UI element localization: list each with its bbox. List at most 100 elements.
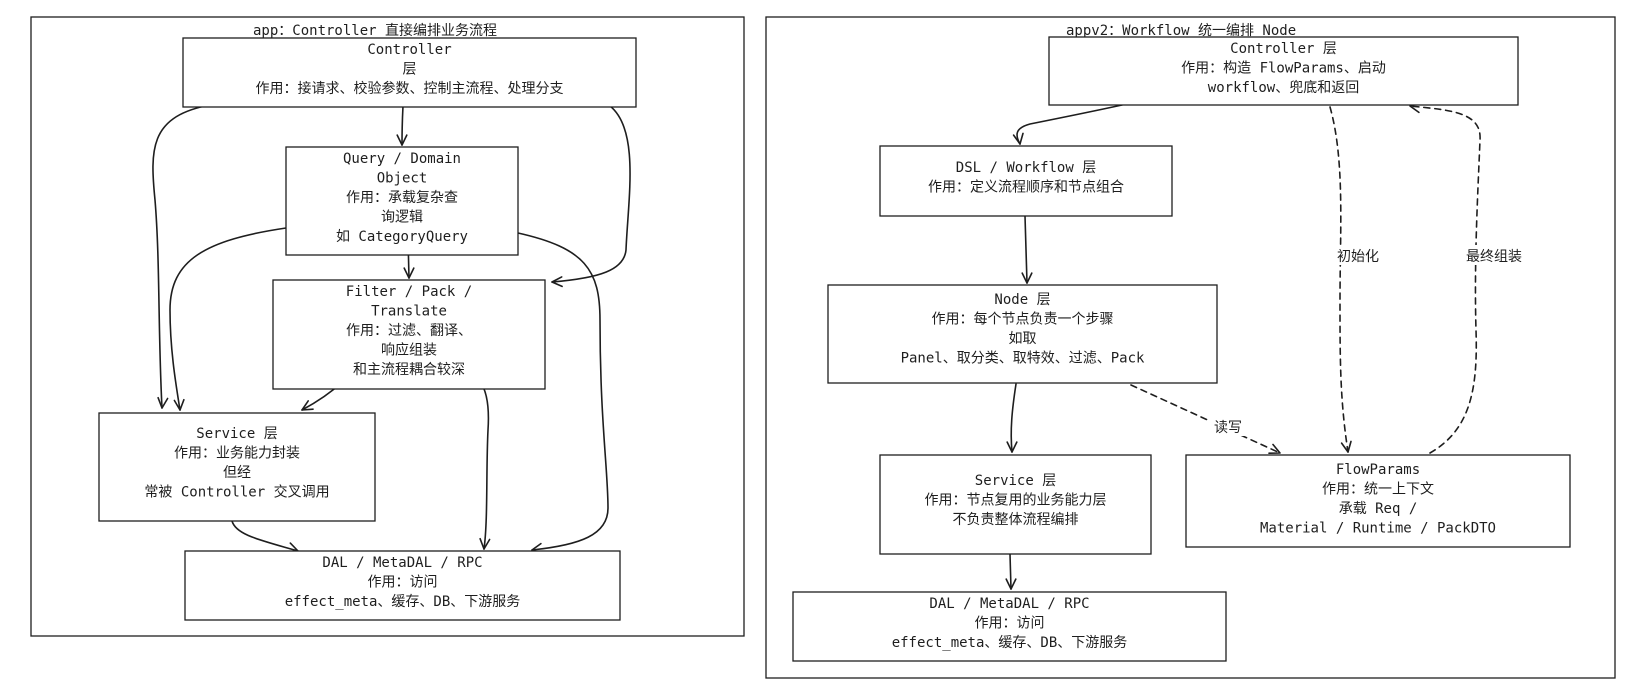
- node-text-controller2-line-0: Controller 层: [1230, 41, 1337, 57]
- edge-query-to-dal-line: [517, 232, 609, 551]
- node-text-query-line-0: Query / Domain: [343, 151, 461, 167]
- node-text-filter-line-2: 作用：过滤、翻译、: [346, 323, 472, 339]
- node-text-service2-line-0: Service 层: [975, 473, 1056, 489]
- edges-appv2: 读写初始化最终组装: [1005, 102, 1530, 590]
- node-text-dal-line-1: 作用：访问: [368, 575, 438, 591]
- edge-controller2-to-flowparams-label-bg: [1330, 245, 1386, 265]
- edge-node-to-flowparams: 读写: [1130, 384, 1281, 454]
- node-box-dal2: [792, 591, 1227, 662]
- node-dal2: DAL / MetaDAL / RPC作用：访问effect_meta、缓存、D…: [792, 591, 1227, 662]
- node-box-controller: [182, 37, 637, 108]
- edge-node-to-flowparams-label-bg: [1208, 416, 1248, 436]
- edge-node-to-flowparams-label: 读写: [1214, 419, 1242, 436]
- edge-controller-to-service-arrowhead: [157, 396, 169, 409]
- node-filter: Filter / Pack / Translate 作用：过滤、翻译、响应组装和主流…: [272, 279, 546, 390]
- node-text-flowparams-line-2: 承载 Req /: [1339, 501, 1418, 517]
- node-text-node-line-3: Panel、取分类、取特效、过滤、Pack: [901, 351, 1145, 367]
- edge-query-to-service: [169, 227, 287, 411]
- node-text-filter-line-1: Translate: [371, 304, 447, 320]
- node-text-filter-line-3: 响应组装: [381, 342, 437, 359]
- edge-filter-to-dal: [467, 371, 491, 550]
- edge-controller2-to-flowparams-label: 初始化: [1337, 248, 1379, 265]
- node-text-dsl-line-0: DSL / Workflow 层: [956, 160, 1096, 176]
- edge-filter-to-service-arrowhead: [301, 400, 314, 411]
- node-box-service: [98, 412, 376, 522]
- node-text-controller-line-2: 作用：接请求、校验参数、控制主流程、处理分支: [256, 80, 564, 97]
- panel-title-appv2: appv2：Workflow 统一编排 Node: [1066, 23, 1296, 39]
- node-box-controller2: [1048, 36, 1519, 106]
- edge-service2-to-dal2-arrowhead: [1005, 578, 1017, 590]
- node-text-controller2-line-2: workflow、兜底和返回: [1208, 80, 1359, 96]
- node-text-dal2-line-0: DAL / MetaDAL / RPC: [929, 596, 1089, 612]
- node-text-filter-line-0: Filter / Pack /: [346, 284, 472, 300]
- edge-service-to-dal-line: [231, 520, 299, 552]
- edge-filter-to-dal-arrowhead: [479, 537, 491, 550]
- node-text-query-line-1: Object: [377, 171, 428, 187]
- node-text-dal-line-0: DAL / MetaDAL / RPC: [322, 555, 482, 571]
- node-text-filter-line-4: 和主流程耦合较深: [353, 362, 465, 378]
- edge-node-to-service2: [1006, 383, 1018, 453]
- edge-controller-to-service-line: [152, 105, 206, 409]
- node-text-service-line-0: Service 层: [196, 426, 277, 442]
- edge-service-to-dal: [231, 520, 299, 553]
- node-text-service-line-3: 常被 Controller 交叉调用: [144, 484, 329, 501]
- edge-controller2-to-dsl-arrowhead: [1012, 132, 1024, 145]
- edge-flowparams-to-controller2-label-bg: [1458, 245, 1530, 265]
- edge-controller-to-filter: [551, 105, 631, 288]
- panel-frame-app: [30, 16, 745, 637]
- node-text-query-line-3: 询逻辑: [381, 210, 423, 226]
- node-text-service2-line-2: 不负责整体流程编排: [953, 512, 1079, 528]
- node-box-service2: [879, 454, 1152, 555]
- edge-dsl-to-node: [1021, 215, 1033, 284]
- edge-controller-to-service: [152, 105, 206, 409]
- node-dal: DAL / MetaDAL / RPC 作用：访问 effect_meta、缓存、D…: [184, 550, 621, 621]
- node-text-service-line-1: 作用：业务能力封装: [174, 446, 300, 462]
- edge-controller2-to-dsl-line: [1016, 104, 1123, 145]
- node-text-dal-line-2: effect_meta、缓存、DB、下游服务: [285, 594, 521, 610]
- node-text-flowparams-line-0: FlowParams: [1336, 462, 1420, 478]
- node-box-dsl: [879, 145, 1173, 217]
- edge-dsl-to-node-line: [1024, 215, 1028, 284]
- edge-query-to-service-line: [169, 227, 287, 411]
- node-controller2: Controller 层作用：构造 FlowParams、启动workflow、…: [1048, 36, 1519, 106]
- edge-controller2-to-flowparams-line: [1329, 106, 1349, 453]
- edge-controller-to-query-arrowhead: [396, 134, 408, 146]
- node-text-service-line-2: 但经: [223, 465, 251, 481]
- edge-node-to-flowparams-arrowhead: [1268, 443, 1281, 454]
- edge-controller-to-filter-arrowhead: [551, 276, 563, 288]
- edge-dsl-to-node-arrowhead: [1021, 272, 1033, 284]
- node-text-node-line-1: 作用：每个节点负责一个步骤: [932, 312, 1114, 328]
- edge-node-to-flowparams-line: [1130, 384, 1281, 454]
- node-text-flowparams-line-3: Material / Runtime / PackDTO: [1260, 521, 1496, 537]
- node-text-query-line-4: 如 CategoryQuery: [336, 229, 468, 245]
- node-box-node: [827, 284, 1218, 384]
- edge-service2-to-dal2: [1005, 553, 1017, 590]
- node-text-node-line-2: 如取: [1009, 331, 1037, 347]
- node-text-dsl-line-1: 作用：定义流程顺序和节点组合: [928, 180, 1124, 196]
- node-text-dal2-line-2: effect_meta、缓存、DB、下游服务: [892, 635, 1128, 651]
- edge-controller2-to-flowparams-arrowhead: [1340, 440, 1352, 453]
- edge-controller-to-query: [396, 105, 408, 146]
- edge-controller-to-query-line: [401, 105, 404, 146]
- node-text-service2-line-1: 作用：节点复用的业务能力层: [925, 492, 1107, 509]
- edge-service2-to-dal2-line: [1009, 553, 1012, 590]
- node-text-controller-line-1: 层: [403, 62, 417, 78]
- edge-controller2-to-dsl: [1012, 104, 1123, 145]
- edge-query-to-service-arrowhead: [173, 398, 185, 411]
- node-text-node-line-0: Node 层: [994, 292, 1050, 308]
- edge-node-to-service2-arrowhead: [1006, 441, 1018, 453]
- edge-query-to-filter-arrowhead: [403, 267, 415, 279]
- node-box-query: [285, 146, 519, 256]
- node-box-filter: [272, 279, 546, 390]
- panel-title-app: app：Controller 直接编排业务流程: [253, 22, 497, 39]
- edge-node-to-service2-line: [1010, 383, 1017, 453]
- node-text-query-line-2: 作用：承载复杂查: [346, 189, 458, 206]
- panel-frame-appv2: [765, 16, 1616, 679]
